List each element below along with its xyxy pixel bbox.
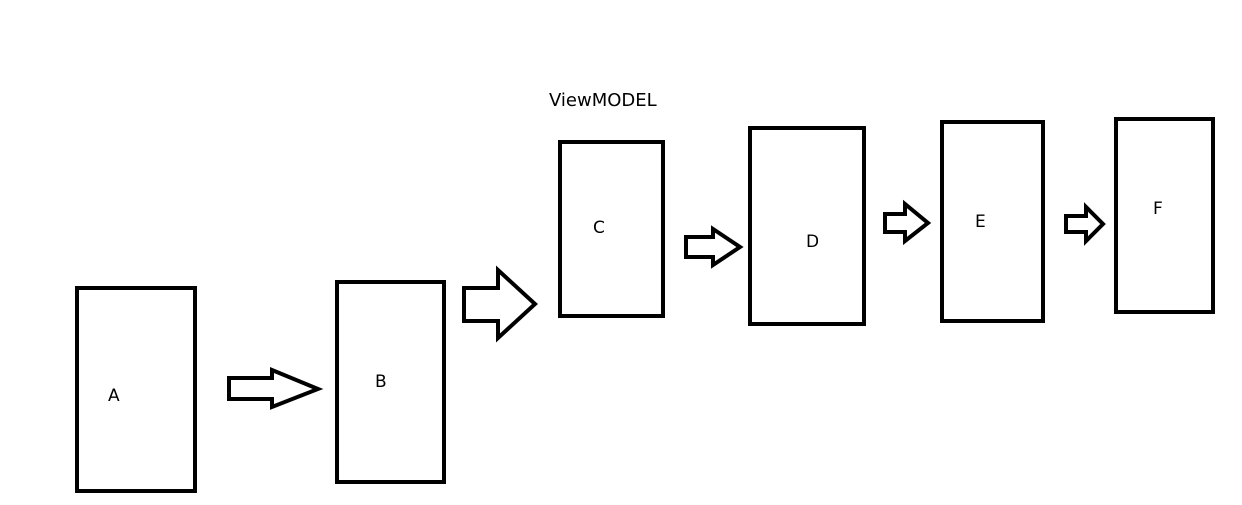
box-b [335,280,446,484]
arrow-e-to-f [1064,202,1106,246]
box-c-label: C [593,218,605,238]
arrow-d-to-e [883,199,932,246]
viewmodel-caption: ViewMODEL [549,90,657,111]
box-b-label: B [375,372,387,392]
box-e [940,120,1045,323]
box-f-label: F [1153,199,1163,219]
box-a [75,286,197,493]
arrow-a-to-b [227,367,324,410]
arrow-b-to-c [462,265,538,343]
box-a-label: A [108,386,120,406]
box-c [558,140,665,318]
box-f [1114,117,1215,314]
box-e-label: E [975,212,986,232]
arrow-c-to-d [684,225,744,269]
box-d [748,126,866,326]
box-d-label: D [806,232,820,252]
